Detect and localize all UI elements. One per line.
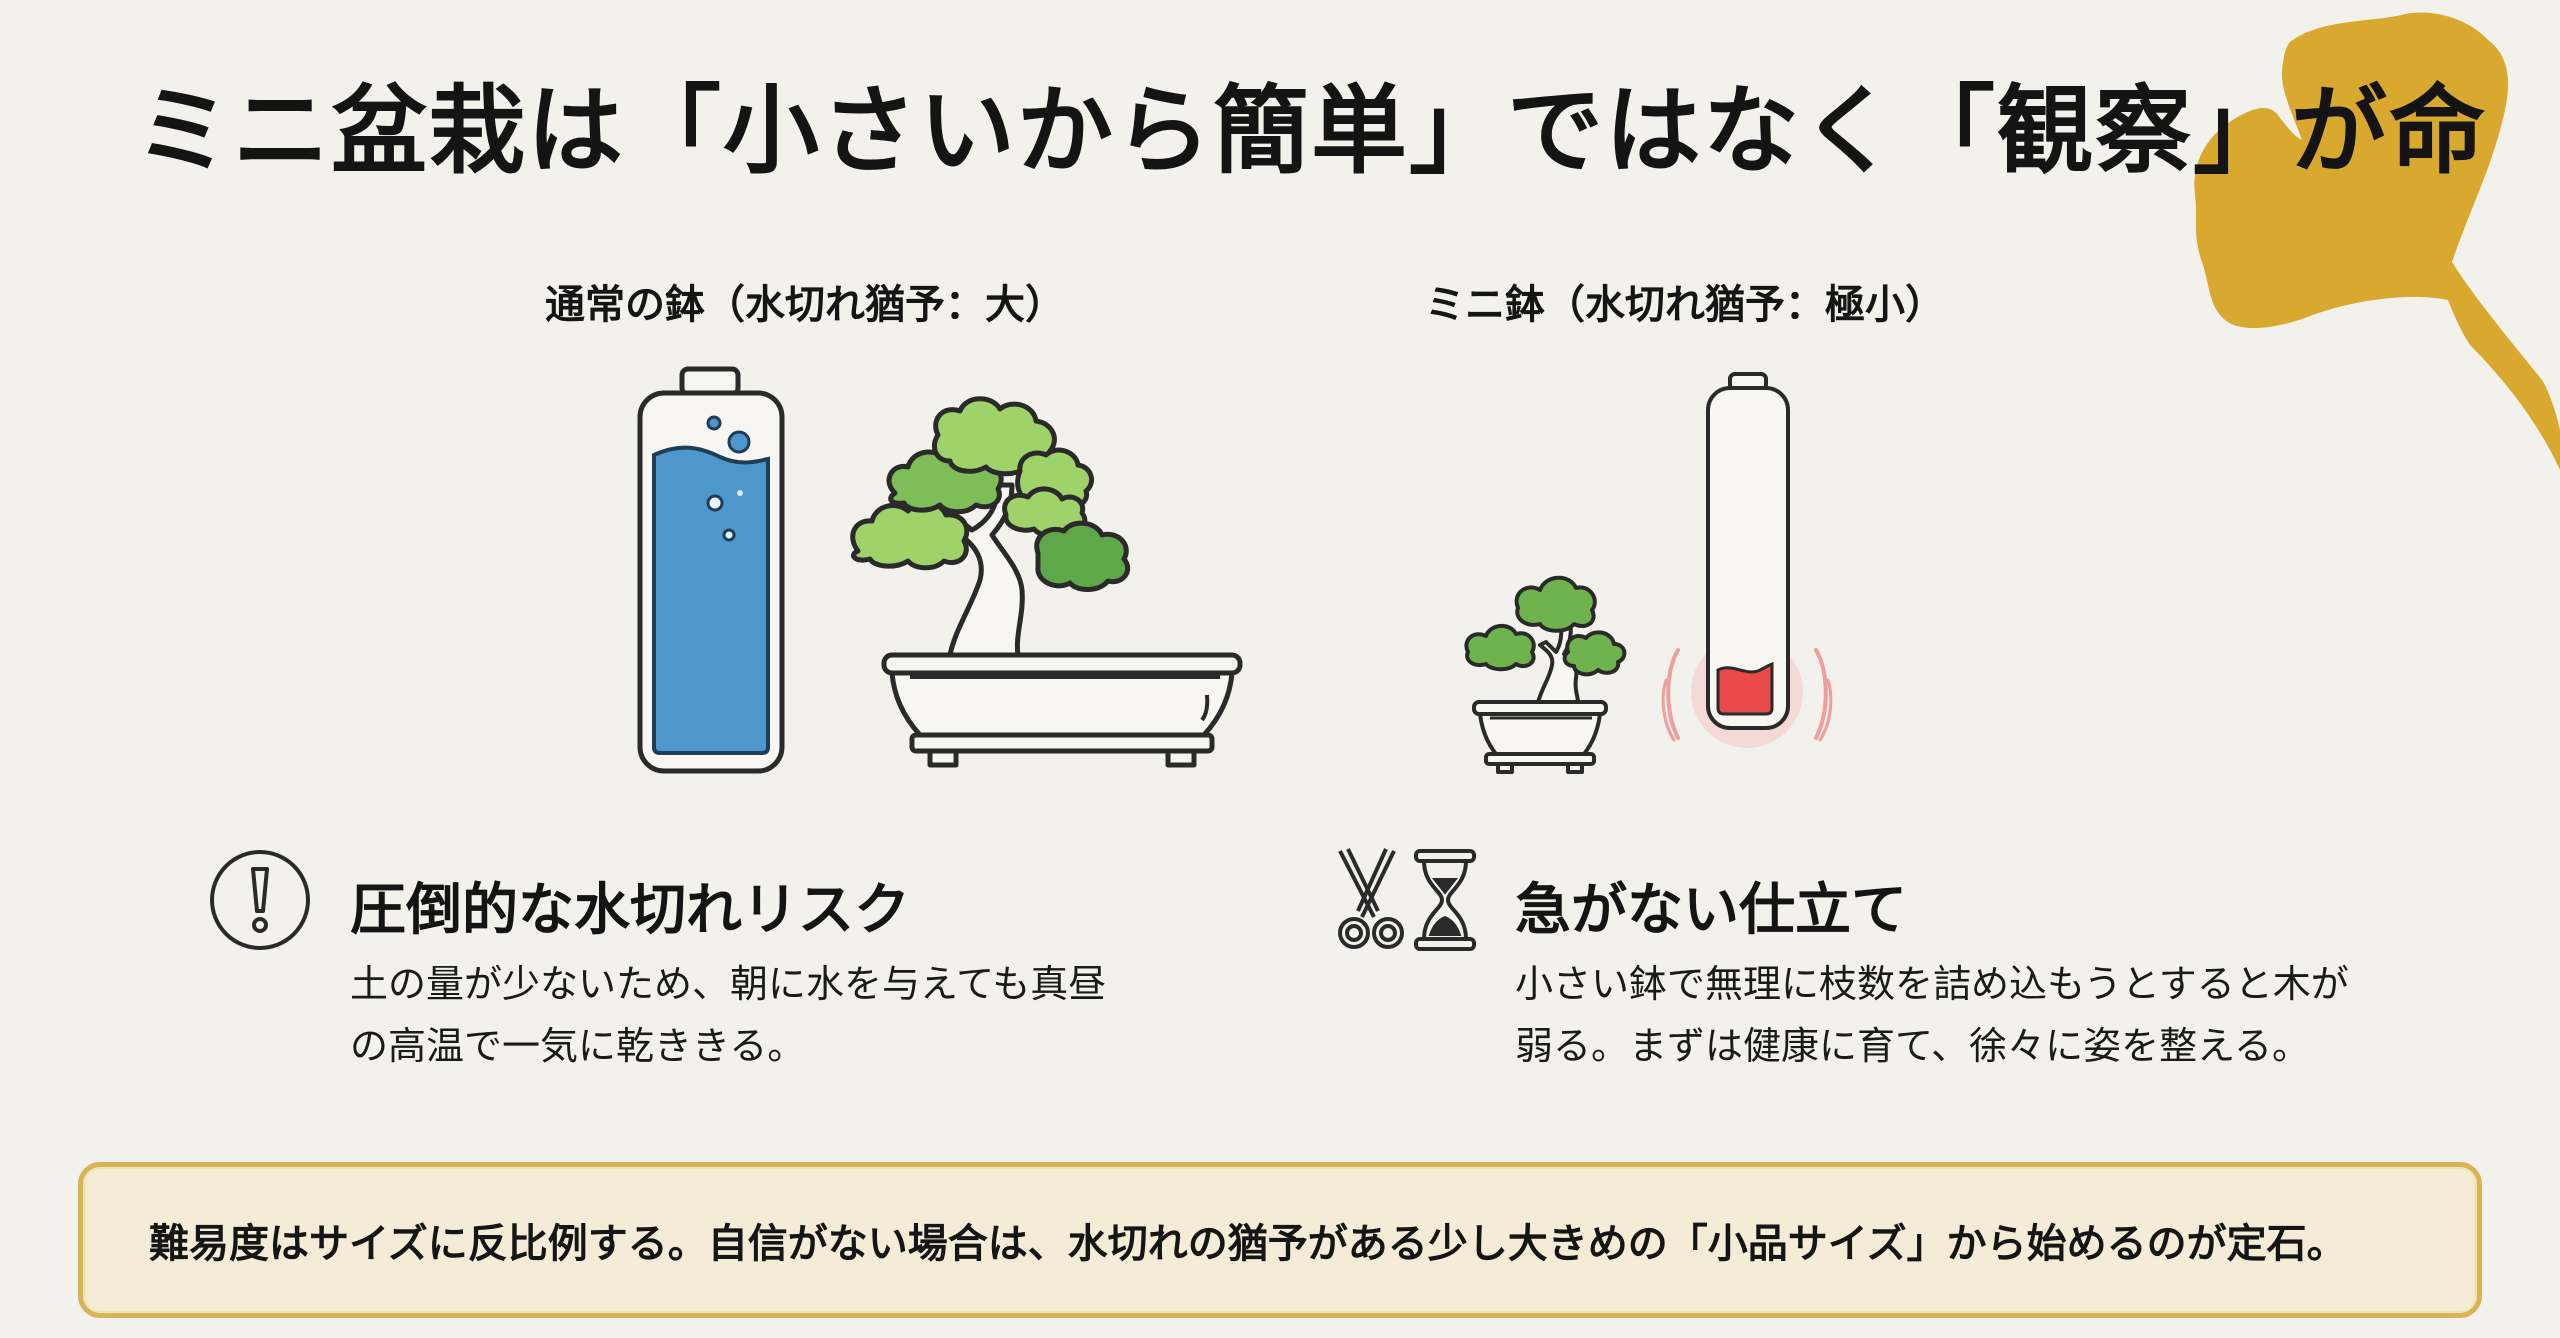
large-pot-icon: [881, 652, 1243, 768]
summary-text: 難易度はサイズに反比例する。自信がない場合は、水切れの猶予がある少し大きめの「小…: [149, 1221, 2347, 1267]
exclamation-circle-icon: [210, 850, 310, 950]
water-risk-heading: 圧倒的な水切れリスク: [350, 878, 910, 943]
normal-pot-label: 通常の鉢（水切れ猶予：大）: [545, 282, 1065, 328]
normal-pot-illustration: [637, 366, 1243, 774]
slow-training-body: 小さい鉢で無理に枝数を詰め込もうとすると木が 弱る。まずは健康に育て、徐々に姿を…: [1515, 962, 2349, 1068]
page-title: ミニ盆栽は「小さいから簡単」ではなく「観察」が命: [135, 74, 2487, 187]
low-battery-alert-icon: [1661, 372, 1833, 748]
large-bonsai-icon: [850, 396, 1131, 658]
mini-pot-illustration: [1464, 372, 1833, 774]
ginkgo-leaf-icon: [2194, 12, 2560, 470]
small-bonsai-icon: [1464, 575, 1627, 774]
hourglass-icon: [1414, 849, 1476, 951]
slow-training-heading: 急がない仕立て: [1515, 878, 1907, 943]
water-risk-body: 土の量が少ないため、朝に水を与えても真昼 の高温で一気に乾ききる。: [350, 962, 1107, 1068]
full-battery-icon: [637, 366, 785, 774]
summary-callout: 難易度はサイズに反比例する。自信がない場合は、水切れの猶予がある少し大きめの「小…: [78, 1162, 2482, 1318]
mini-pot-label: ミニ鉢（水切れ猶予：極小）: [1425, 282, 1945, 328]
scissors-icon: [1338, 848, 1404, 949]
scissors-hourglass-icon: [1338, 848, 1476, 951]
